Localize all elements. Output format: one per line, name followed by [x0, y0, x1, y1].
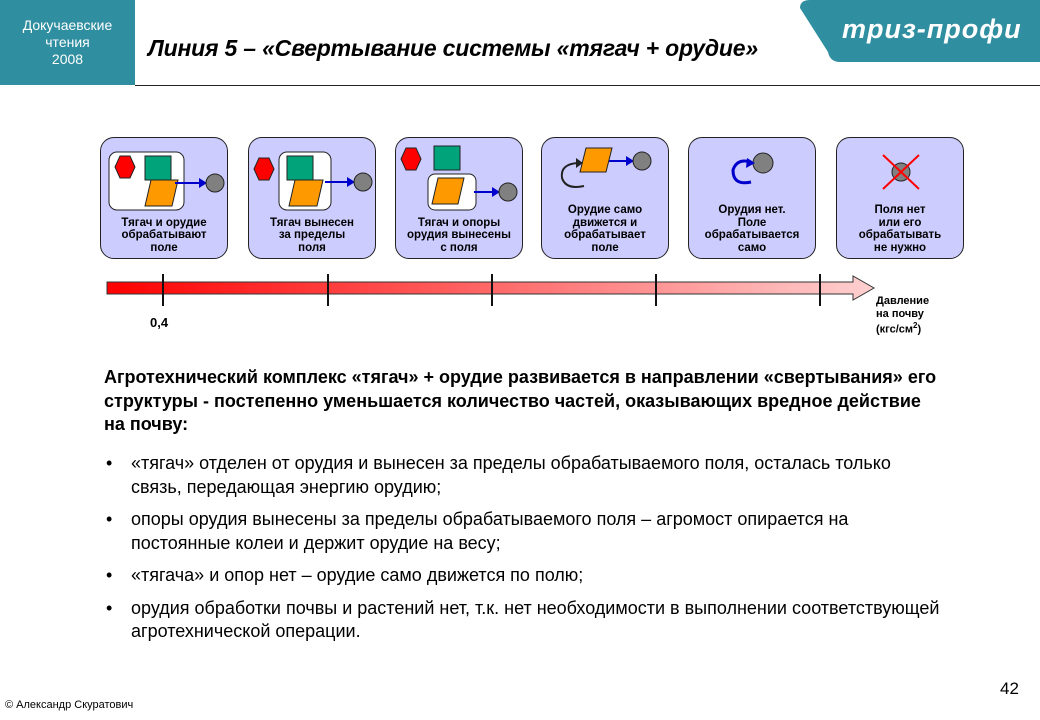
tractor-outside-field-icon — [253, 151, 373, 211]
stage-label-1: Тягач и орудие обрабатывают поле — [121, 216, 207, 254]
tractor-and-supports-outside-icon — [400, 145, 518, 211]
stage-box-6: Поля нет или его обрабатывать не нужно — [836, 137, 964, 259]
pressure-scale-arrow — [106, 274, 876, 306]
stage-box-5: Орудия нет. Поле обрабатывается само — [688, 137, 816, 259]
intro-paragraph: Агротехнический комплекс «тягач» + оруди… — [104, 367, 937, 434]
stage-box-4: Орудие само движется и обрабатывает поле — [541, 137, 669, 259]
stage-label-5: Орудия нет. Поле обрабатывается само — [704, 204, 800, 254]
no-field-icon — [882, 154, 920, 190]
axis-unit: (кгс/см2) — [876, 321, 922, 336]
copyright-text: © Александр Скуратович — [5, 699, 134, 711]
stage-box-3: Тягач и опоры орудия вынесены с поля — [395, 137, 523, 259]
bullet-icon: • — [106, 509, 113, 529]
list-item: •опоры орудия вынесены за пределы обраба… — [106, 509, 849, 553]
header-divider — [135, 85, 1040, 86]
tractor-tool-in-field-icon — [108, 151, 225, 211]
scale-axis-label: Давление на почву (кгс/см2) — [876, 295, 929, 336]
axis-label-line-1: Давление — [876, 295, 930, 307]
scale-tick-value: 0,4 — [150, 315, 169, 330]
stage-label-3: Тягач и опоры орудия вынесены с поля — [407, 216, 511, 254]
bullet-icon: • — [106, 453, 113, 473]
stage-label-2: Тягач вынесен за пределы поля — [269, 216, 355, 254]
event-badge: Докучаевские чтения 2008 — [0, 0, 135, 85]
list-item: •«тягача» и опор нет – орудие само движе… — [104, 564, 944, 588]
brand-tab-shape — [800, 0, 1040, 62]
self-processing-field-icon — [731, 152, 774, 185]
list-item: •«тягач» отделен от орудия и вынесен за … — [106, 453, 891, 497]
self-moving-tool-icon — [560, 147, 652, 188]
bullet-icon: • — [106, 597, 113, 618]
stage-box-1: Тягач и орудие обрабатывают поле — [100, 137, 228, 259]
page-number: 42 — [1000, 679, 1019, 698]
axis-label-line-2: на почву — [876, 307, 924, 320]
bullet-icon: • — [106, 565, 113, 585]
stage-box-2: Тягач вынесен за пределы поля — [248, 137, 376, 259]
list-item: •орудия обработки почвы и растений нет, … — [106, 597, 940, 642]
bullet-list: •«тягач» отделен от орудия и вынесен за … — [104, 452, 944, 653]
stage-label-6: Поля нет или его обрабатывать не нужно — [858, 204, 942, 254]
badge-line-1: Докучаевские — [22, 17, 113, 33]
badge-line-3: 2008 — [51, 51, 84, 67]
stage-label-4: Орудие само движется и обрабатывает поле — [564, 204, 646, 254]
brand-logo-text: триз-профи — [842, 14, 1022, 44]
badge-line-2: чтения — [45, 34, 90, 50]
slide-title: Линия 5 – «Свертывание системы «тягач + … — [148, 35, 758, 61]
